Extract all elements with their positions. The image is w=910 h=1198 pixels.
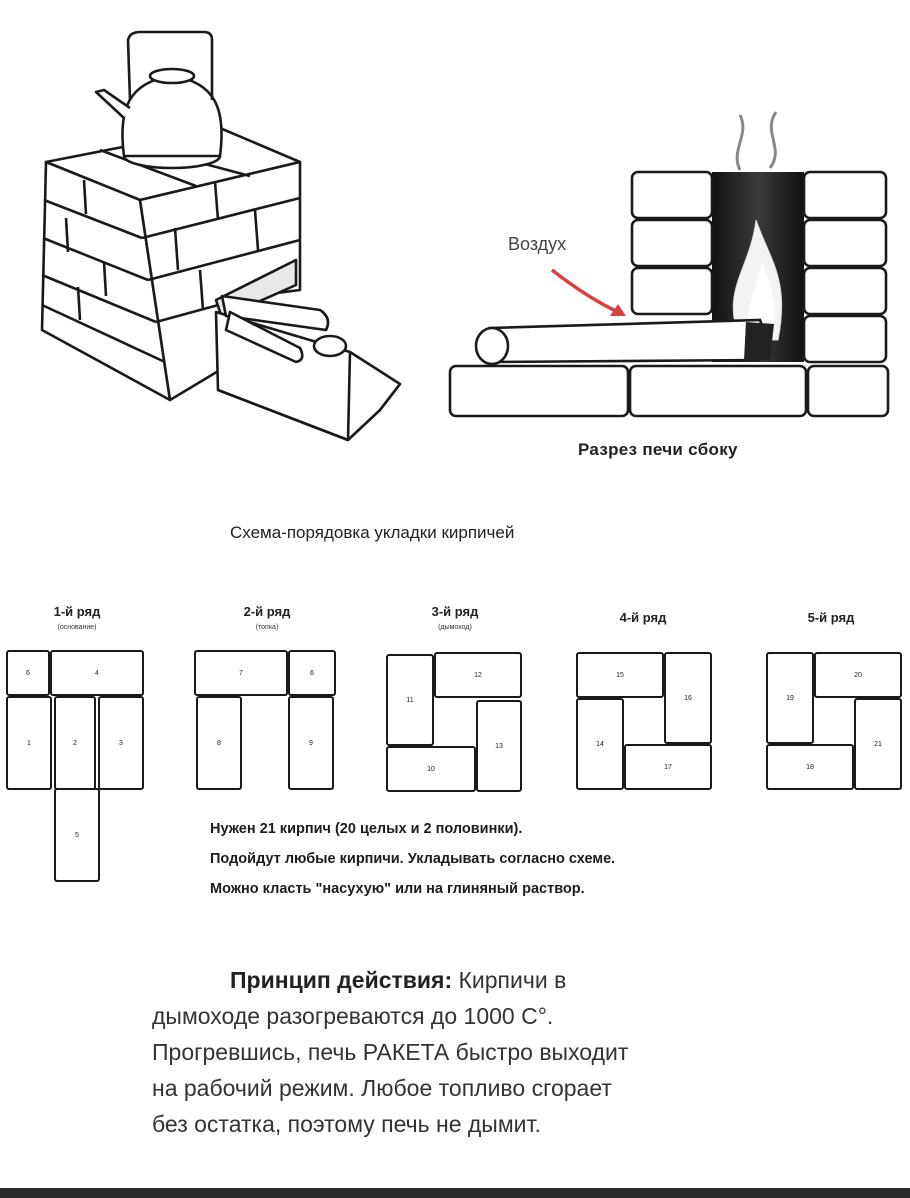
rocket-stove-illustration — [40, 30, 402, 442]
brick-14: 14 — [576, 698, 624, 790]
brick-21: 21 — [854, 698, 902, 790]
principle-line-1: Кирпичи в — [458, 967, 567, 993]
note-bricks-count: Нужен 21 кирпич (20 целых и 2 половинки)… — [210, 821, 523, 837]
principle-line-3: Прогревшись, печь РАКЕТА быстро выходит — [152, 1039, 629, 1065]
brick-3: 3 — [98, 696, 144, 790]
brick-6-row-2: 6 — [288, 650, 336, 696]
principle-text: Принцип действия: Кирпичи в дымоходе раз… — [152, 962, 628, 1142]
note-mortar: Можно класть "насухую" или на глиняный р… — [210, 881, 585, 897]
row-4-title: 4-й ряд — [619, 610, 667, 625]
brick-7: 7 — [194, 650, 288, 696]
brick-8: 8 — [196, 696, 242, 790]
bottom-border — [0, 1188, 910, 1198]
brick-18: 18 — [766, 744, 854, 790]
row-1-title: 1-й ряд — [53, 604, 101, 619]
scheme-title: Схема-порядовка укладки кирпичей — [230, 523, 515, 542]
construction-notes: Нужен 21 кирпич (20 целых и 2 половинки)… — [210, 814, 615, 904]
brick-10: 10 — [386, 746, 476, 792]
brick-1: 1 — [6, 696, 52, 790]
principle-line-5: без остатка, поэтому печь не дымит. — [152, 1111, 541, 1137]
row-2-title: 2-й ряд — [243, 604, 291, 619]
brick-19: 19 — [766, 652, 814, 744]
brick-16: 16 — [664, 652, 712, 744]
principle-heading: Принцип действия: — [230, 967, 453, 993]
brick-6-row-1: 6 — [6, 650, 50, 696]
brick-9: 9 — [288, 696, 334, 790]
row-3-title: 3-й ряд — [431, 604, 479, 619]
row-3-subtitle: (дымоход) — [438, 624, 472, 631]
brick-15: 15 — [576, 652, 664, 698]
brick-5: 5 — [54, 788, 100, 882]
row-1-subtitle: (основание) — [57, 624, 97, 631]
principle-line-2: дымоходе разогреваются до 1000 С°. — [152, 1003, 554, 1029]
principle-line-4: на рабочий режим. Любое топливо сгорает — [152, 1075, 612, 1101]
brick-12: 12 — [434, 652, 522, 698]
side-section-illustration — [448, 111, 890, 418]
row-5-title: 5-й ряд — [807, 610, 855, 625]
brick-2: 2 — [54, 696, 96, 790]
brick-11: 11 — [386, 654, 434, 746]
side-section-caption: Разрез печи сбоку — [578, 440, 738, 459]
brick-17: 17 — [624, 744, 712, 790]
brick-4: 4 — [50, 650, 144, 696]
brick-20: 20 — [814, 652, 902, 698]
air-label: Воздух — [508, 234, 567, 254]
row-2-subtitle: (топка) — [255, 624, 279, 631]
note-any-bricks: Подойдут любые кирпичи. Укладывать согла… — [210, 851, 616, 867]
brick-13: 13 — [476, 700, 522, 792]
